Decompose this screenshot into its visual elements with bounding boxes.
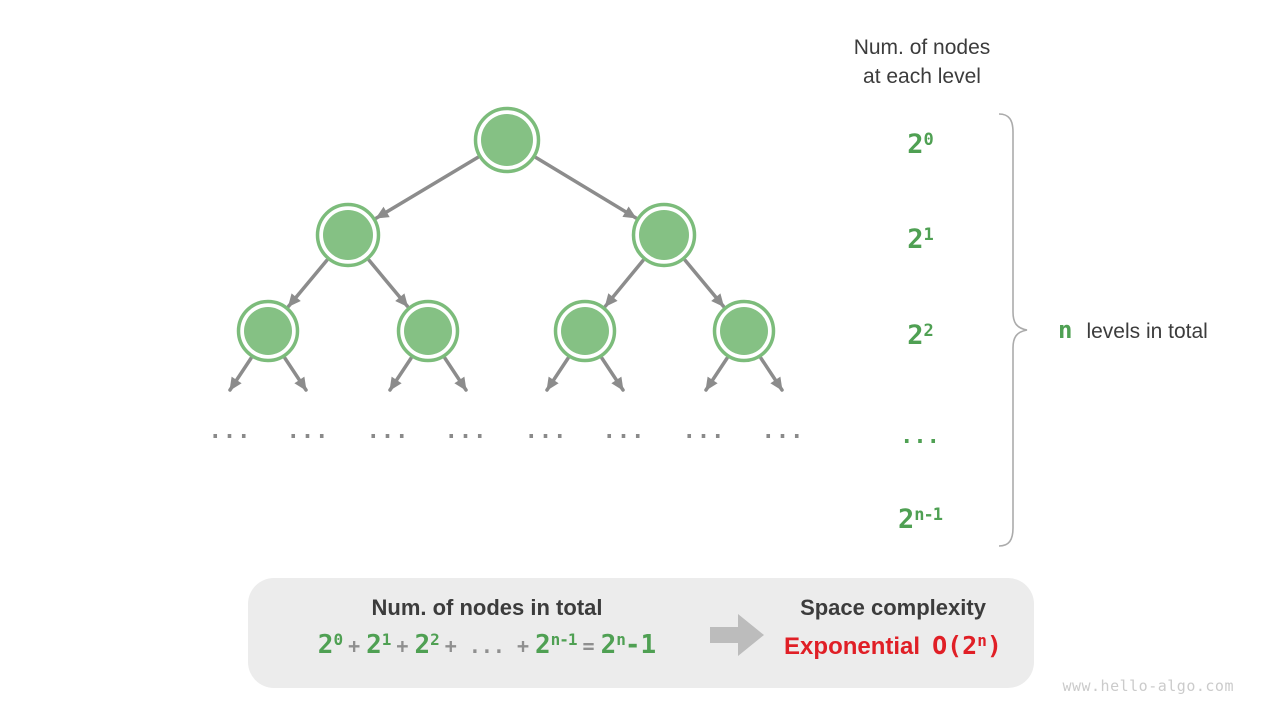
big-o-notation: O(2n) — [932, 631, 1002, 660]
levels-total-label: n levels in total — [1058, 312, 1208, 348]
equals-sign: = — [582, 634, 595, 658]
level-count-label-0: 20 — [868, 122, 972, 160]
tree-edge-arrow — [388, 356, 413, 392]
watermark: www.hello-algo.com — [1062, 677, 1234, 695]
level-count-label-n: 2n-1 — [868, 497, 972, 535]
formula-term: 21 — [366, 630, 391, 660]
level-count-exponent: n-1 — [914, 505, 943, 525]
summary-box: Num. of nodes in total 20+21+22+...+2n-1… — [248, 578, 1034, 688]
right-panel-header: Num. of nodes at each level — [800, 33, 1044, 91]
tree-edge-arrow — [374, 155, 480, 220]
level-count-base: 2 — [907, 129, 924, 160]
tree-edge-arrow — [600, 356, 625, 392]
formula-term: 2n-1 — [534, 630, 578, 660]
tree-nodes — [236, 106, 776, 363]
level-count-base: 2 — [907, 320, 924, 351]
total-nodes-column: Num. of nodes in total 20+21+22+...+2n-1… — [262, 578, 712, 660]
header-line-2: at each level — [863, 65, 981, 88]
level-count-exponent: 0 — [923, 130, 934, 150]
level-count-label-ellipsis: ... — [868, 412, 972, 449]
tree-edge-arrow — [603, 258, 645, 309]
plus-sign: + — [348, 634, 361, 658]
tree-edge-arrow — [283, 356, 308, 392]
tree-edge-arrow — [704, 356, 729, 392]
tree-node-root — [473, 106, 541, 174]
tree-edge-arrow — [545, 356, 570, 392]
levels-total-text: levels in total — [1086, 320, 1208, 343]
tree-node — [631, 202, 697, 268]
level-count-exponent: 1 — [923, 225, 934, 245]
tree-ellipsis: ... — [366, 419, 410, 444]
formula-term: 20 — [317, 630, 343, 660]
formula-result: 2n-1 — [600, 630, 657, 660]
formula-ellipsis: ... — [468, 634, 505, 658]
tree-ellipsis: ... — [761, 419, 805, 444]
level-count-exponent: 2 — [923, 321, 934, 341]
tree-edges — [228, 155, 784, 392]
tree-edge-arrow — [443, 356, 468, 392]
formula-term: 22 — [414, 630, 439, 660]
tree-ellipsis: ... — [602, 419, 646, 444]
level-count-base: ... — [900, 424, 940, 449]
tree-ellipsis: ... — [286, 419, 330, 444]
complexity-name: Exponential — [784, 633, 921, 660]
tree-node — [553, 299, 617, 363]
tree-edge-arrow — [534, 155, 638, 220]
tree-ellipsis: ... — [682, 419, 726, 444]
plus-sign: + — [396, 634, 409, 658]
right-arrow-icon — [710, 614, 764, 656]
tree-ellipsis: ... — [444, 419, 488, 444]
tree-node — [315, 202, 381, 268]
space-complexity-column: Space complexity Exponential O(2n) — [768, 578, 1018, 661]
tree-ellipsis: ... — [524, 419, 568, 444]
levels-brace — [998, 113, 1028, 547]
tree-node — [712, 299, 776, 363]
total-nodes-formula: 20+21+22+...+2n-1=2n-1 — [262, 630, 712, 660]
tree-edge-arrow — [683, 258, 726, 309]
level-count-label-1: 21 — [868, 217, 972, 255]
tree-edge-arrow — [286, 258, 329, 309]
tree-edge-arrow — [759, 356, 784, 392]
level-count-label-2: 22 — [868, 313, 972, 351]
levels-total-n: n — [1058, 316, 1073, 344]
space-complexity-title: Space complexity — [800, 595, 986, 620]
plus-sign: + — [444, 634, 457, 658]
tree-edge-arrow — [228, 356, 253, 392]
level-count-base: 2 — [898, 504, 915, 535]
total-nodes-title: Num. of nodes in total — [371, 595, 603, 620]
plus-sign: + — [516, 634, 529, 658]
tree-node — [396, 299, 460, 363]
tree-node — [236, 299, 300, 363]
tree-edge-arrow — [367, 258, 410, 309]
header-line-1: Num. of nodes — [853, 36, 991, 59]
level-count-base: 2 — [907, 224, 924, 255]
complexity-value: Exponential O(2n) — [768, 631, 1018, 661]
tree-ellipsis: ... — [208, 419, 252, 444]
